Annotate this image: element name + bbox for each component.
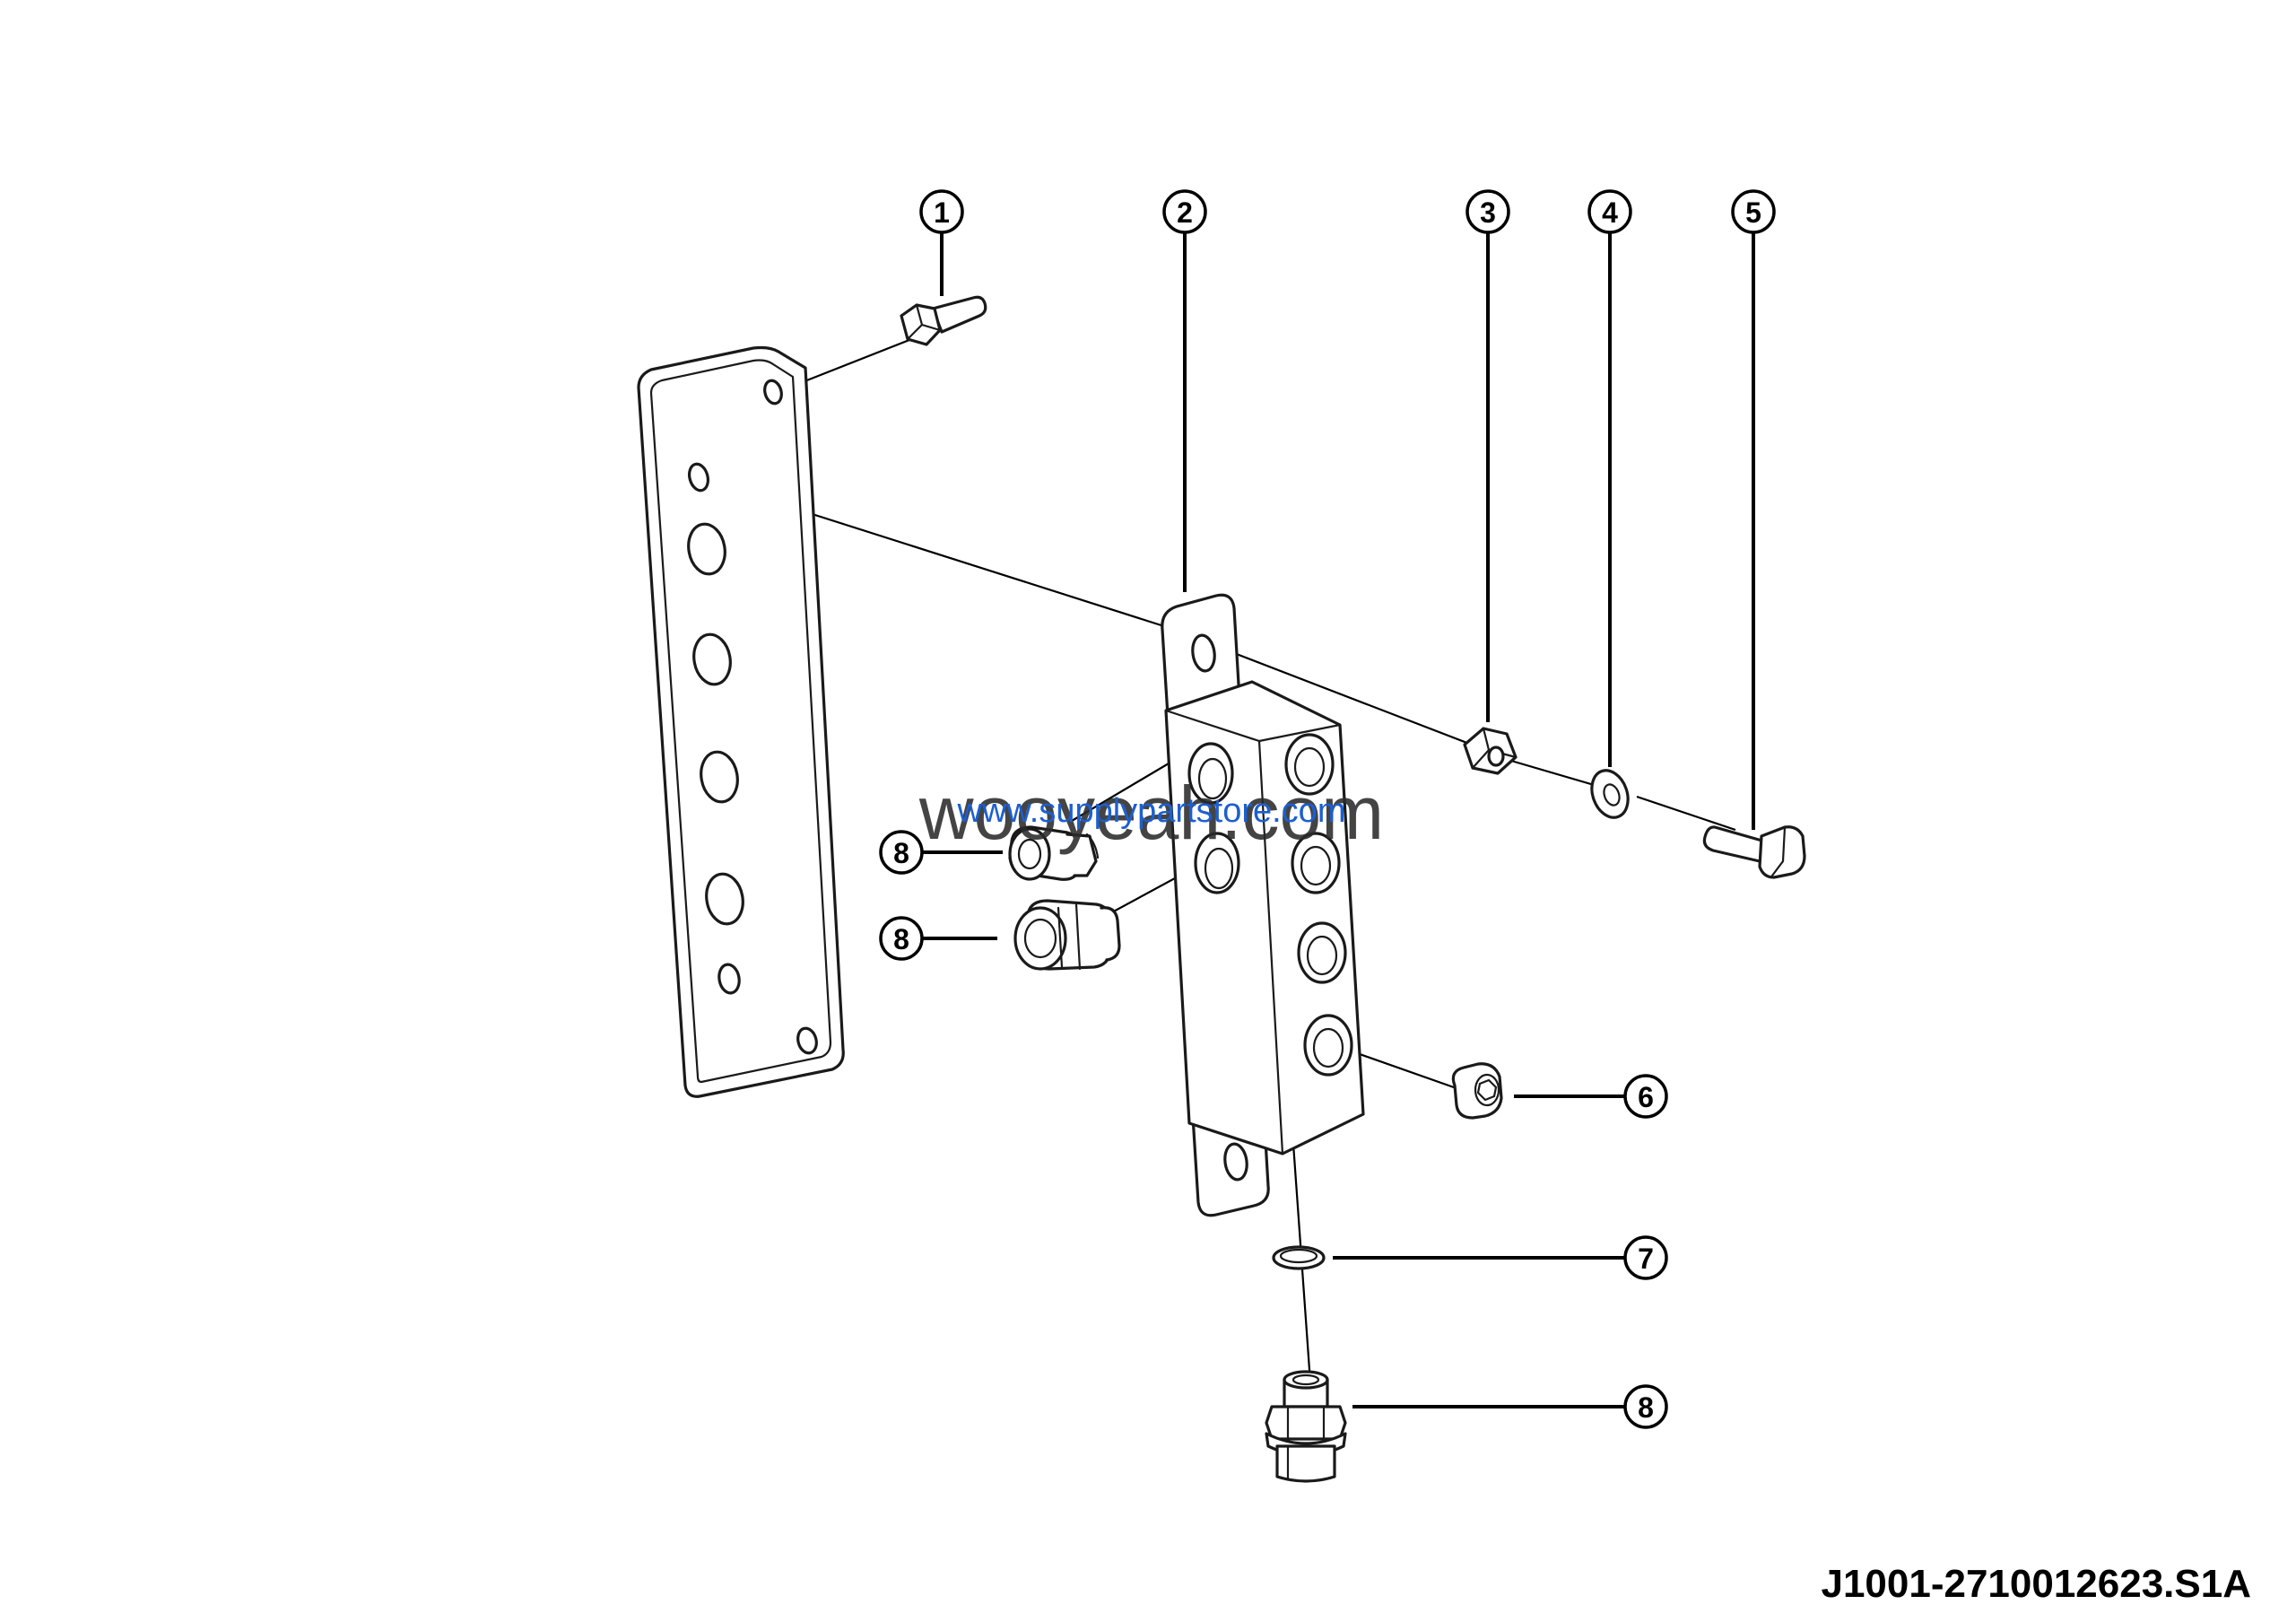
leader-lines	[922, 233, 1755, 1408]
callout-8-upper: 8	[879, 830, 924, 875]
callout-4: 4	[1587, 189, 1632, 234]
part-4-washer	[1590, 769, 1630, 819]
callout-2: 2	[1162, 189, 1207, 234]
callout-2-label: 2	[1177, 196, 1193, 229]
callout-3-label: 3	[1480, 196, 1496, 229]
callout-6-label: 6	[1638, 1081, 1654, 1113]
watermark: wooyeah.com www.supplypartstore.com	[918, 771, 1384, 855]
callout-4-label: 4	[1602, 196, 1618, 229]
callout-8-bottom-label: 8	[1638, 1391, 1654, 1424]
callout-7-label: 7	[1638, 1243, 1654, 1275]
plate-hole	[687, 522, 726, 576]
drawing-id: J1001-2710012623.S1A	[1821, 1562, 2251, 1606]
plate-hole	[700, 750, 739, 804]
callout-8-upper-label: 8	[893, 837, 909, 869]
mounting-plate	[637, 345, 845, 1098]
plate-hole	[718, 963, 741, 995]
part-8-fitting-upper	[1008, 825, 1100, 881]
callout-5-label: 5	[1745, 196, 1761, 229]
part-3-hex-nut	[1463, 727, 1518, 775]
part-2-manifold-block	[1161, 593, 1365, 1217]
part-6-plug	[1451, 1062, 1503, 1120]
watermark-sub: www.supplypartstore.com	[957, 792, 1346, 830]
callout-8-middle: 8	[879, 916, 924, 961]
callout-1-label: 1	[934, 196, 950, 229]
plate-hole	[692, 632, 732, 686]
part-1-hex-bolt	[900, 295, 987, 346]
part-8-fitting-middle	[1013, 899, 1121, 971]
callout-7: 7	[1623, 1235, 1668, 1280]
callout-1: 1	[919, 189, 964, 234]
part-8-fitting-bottom	[1265, 1370, 1347, 1483]
plate-hole	[705, 872, 744, 926]
callout-8-bottom: 8	[1623, 1384, 1668, 1429]
plate-hole	[763, 379, 783, 406]
callout-3: 3	[1465, 189, 1510, 234]
part-5-bolt	[1702, 825, 1806, 879]
callout-8-middle-label: 8	[893, 923, 909, 955]
watermark-main: wooyeah.com	[918, 771, 1384, 855]
callout-6: 6	[1623, 1074, 1668, 1119]
plate-hole	[687, 462, 710, 493]
part-7-o-ring	[1272, 1245, 1326, 1270]
callout-5: 5	[1731, 189, 1776, 234]
plate-hole	[796, 1026, 818, 1055]
